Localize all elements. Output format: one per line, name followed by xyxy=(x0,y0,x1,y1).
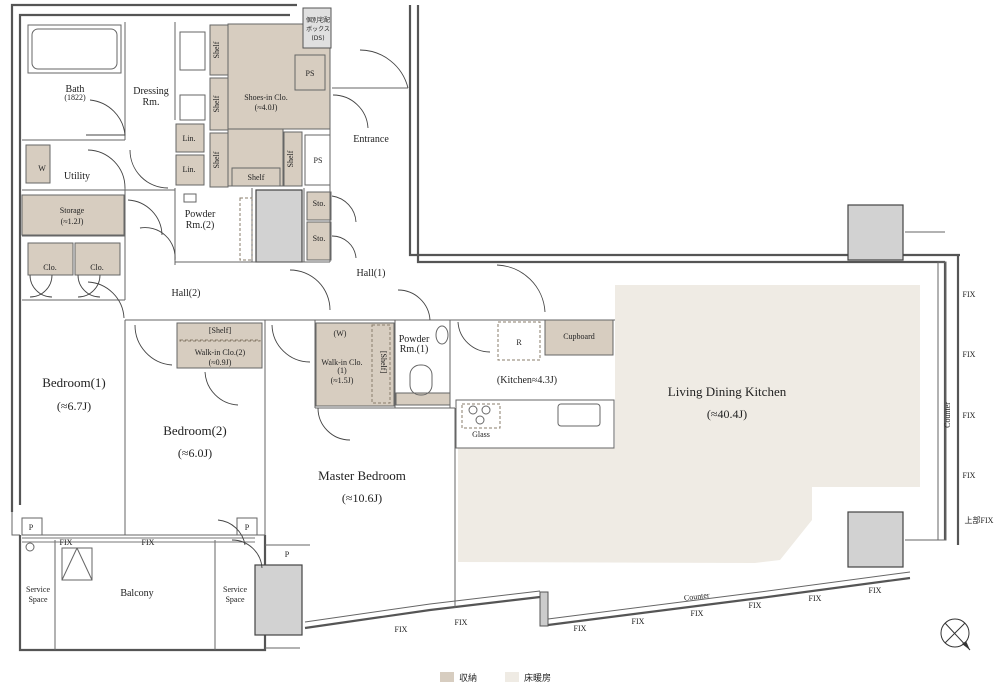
counter-label-bottom: Counter xyxy=(683,590,710,602)
fix-label-14: FIX xyxy=(963,471,976,480)
shelf-label-3: Shelf xyxy=(212,151,221,168)
interior-walls xyxy=(21,22,615,650)
bedroom-1-size: (≈6.7J) xyxy=(57,399,91,413)
wic1-number: (1) xyxy=(337,366,347,375)
shoes-closet-size: (≈4.0J) xyxy=(255,103,278,112)
window-frames xyxy=(22,231,947,543)
delivery-box-label-2: ボックス xyxy=(306,25,330,33)
shafts xyxy=(254,7,904,636)
service-space-2-label-2: Space xyxy=(225,595,245,604)
hall-2-label: Hall(2) xyxy=(172,288,201,299)
curtain-wall xyxy=(304,571,911,630)
dressing-label: Dressing xyxy=(133,86,169,97)
legend-heated-swatch xyxy=(505,672,519,682)
bedroom-2-label: Bedroom(2) xyxy=(163,423,227,438)
fix-label-4: FIX xyxy=(455,618,468,627)
dressing-label-2: Rm. xyxy=(143,97,160,108)
sto-label-2: Sto. xyxy=(313,234,326,243)
linen-label-1: Lin. xyxy=(182,134,195,143)
master-bedroom-label: Master Bedroom xyxy=(318,468,406,483)
fixtures xyxy=(25,24,615,581)
wic2-shelf-label: [Shelf] xyxy=(209,326,232,335)
closet-label-2: Clo. xyxy=(90,263,104,272)
pipe-label-3: P xyxy=(285,550,290,559)
wic1-size: (≈1.5J) xyxy=(331,376,354,385)
fix-label-10: FIX xyxy=(869,586,882,595)
bedroom-2-size: (≈6.0J) xyxy=(178,446,212,460)
hall-1-label: Hall(1) xyxy=(357,268,386,279)
powder-room-2-label: Powder xyxy=(185,209,216,220)
storage-areas xyxy=(21,23,614,407)
fix-label-9: FIX xyxy=(809,594,822,603)
storage-label: Storage xyxy=(60,206,85,215)
wic2-label: Walk-in Clo.(2) xyxy=(195,348,246,357)
fix-label-2: FIX xyxy=(142,538,155,547)
linen-label-2: Lin. xyxy=(182,165,195,174)
floor-heating-area xyxy=(458,285,920,563)
pipe-label-2: P xyxy=(245,523,250,532)
counter-label-right: Counter xyxy=(943,402,952,428)
cupboard-label: Cupboard xyxy=(563,332,595,341)
service-space-2-label: Service xyxy=(223,585,247,594)
service-space-1-label: Service xyxy=(26,585,50,594)
delivery-box-label-1: 個別宅配 xyxy=(306,16,330,24)
fix-label-12: FIX xyxy=(963,350,976,359)
kitchen-label: (Kitchen≈4.3J) xyxy=(497,375,557,386)
fix-label-1: FIX xyxy=(60,538,73,547)
ps-label-1: PS xyxy=(306,69,315,78)
wic1-shelf-label: [Shelf] xyxy=(379,351,388,374)
legend-storage-label: 収納 xyxy=(459,672,477,684)
shoes-closet-label: Shoes-in Clo. xyxy=(244,93,288,102)
shelf-label-4: Shelf xyxy=(286,150,295,167)
delivery-box-label-3: (DS) xyxy=(311,35,324,42)
exterior-walls xyxy=(10,3,960,652)
pipe-label-1: P xyxy=(29,523,34,532)
wic2-size: (≈0.9J) xyxy=(209,358,232,367)
upper-fix-label: 上部FIX xyxy=(965,515,994,525)
fix-label-11: FIX xyxy=(963,290,976,299)
utility-label: Utility xyxy=(64,171,90,182)
compass-icon xyxy=(940,618,971,651)
ldk-size: (≈40.4J) xyxy=(707,407,747,421)
sto-label-1: Sto. xyxy=(313,199,326,208)
fix-label-5: FIX xyxy=(574,624,587,633)
storage-size: (≈1.2J) xyxy=(61,217,84,226)
fix-label-3: FIX xyxy=(395,625,408,634)
bedroom-1-label: Bedroom(1) xyxy=(42,375,106,390)
legend: 収納 床暖房 xyxy=(440,672,551,684)
powder-room-1-label-2: Rm.(1) xyxy=(400,344,429,355)
powder-room-1-label: Powder xyxy=(399,334,430,345)
closet-label-1: Clo. xyxy=(43,263,57,272)
powder-room-2-label-2: Rm.(2) xyxy=(186,220,215,231)
wic1-label: Walk-in Clo. xyxy=(321,358,362,367)
washer-label: W xyxy=(38,164,46,173)
wic1-w-label: (W) xyxy=(334,329,347,338)
fix-label-8: FIX xyxy=(749,601,762,610)
fix-label-13: FIX xyxy=(963,411,976,420)
master-bedroom-size: (≈10.6J) xyxy=(342,491,382,505)
fix-label-6: FIX xyxy=(632,617,645,626)
entrance-label: Entrance xyxy=(353,134,389,145)
shelf-label-1: Shelf xyxy=(212,41,221,58)
bath-code: (1822) xyxy=(64,93,86,102)
legend-storage-swatch xyxy=(440,672,454,682)
ps-label-2: PS xyxy=(314,156,323,165)
ldk-label: Living Dining Kitchen xyxy=(668,384,787,399)
legend-heated-label: 床暖房 xyxy=(524,672,551,684)
glass-label: Glass xyxy=(472,430,490,439)
bath-label: Bath xyxy=(66,84,85,95)
shelf-label-2: Shelf xyxy=(212,95,221,112)
service-space-1-label-2: Space xyxy=(28,595,48,604)
refrigerator-label: R xyxy=(516,338,522,347)
doors xyxy=(29,49,546,569)
shelf-label-5: Shelf xyxy=(248,173,265,182)
fix-label-7: FIX xyxy=(691,609,704,618)
balcony-label: Balcony xyxy=(120,588,153,599)
